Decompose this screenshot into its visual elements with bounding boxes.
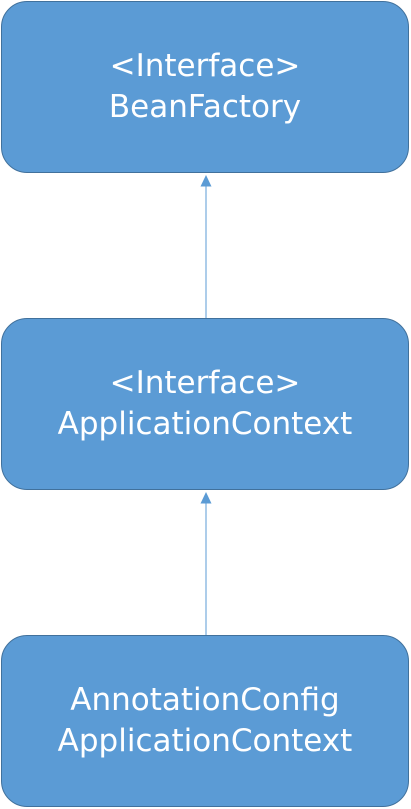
node-application-context-name: ApplicationContext [57, 406, 353, 442]
node-annotation-config-application-context: AnnotationConfig ApplicationContext [1, 635, 409, 807]
edge-application-context-to-bean-factory [200, 175, 212, 318]
node-bean-factory: <Interface> BeanFactory [1, 1, 409, 173]
node-application-context-stereotype: <Interface> [109, 365, 301, 401]
edge-annotation-config-to-application-context [200, 492, 212, 635]
node-bean-factory-stereotype: <Interface> [109, 48, 301, 84]
node-application-context: <Interface> ApplicationContext [1, 318, 409, 490]
arrowhead-up-icon [200, 175, 212, 187]
node-bean-factory-name: BeanFactory [108, 89, 302, 125]
node-annotation-config-name-line-2: ApplicationContext [57, 723, 353, 759]
node-annotation-config-name-line-1: AnnotationConfig [70, 682, 340, 718]
arrowhead-up-icon [200, 492, 212, 504]
